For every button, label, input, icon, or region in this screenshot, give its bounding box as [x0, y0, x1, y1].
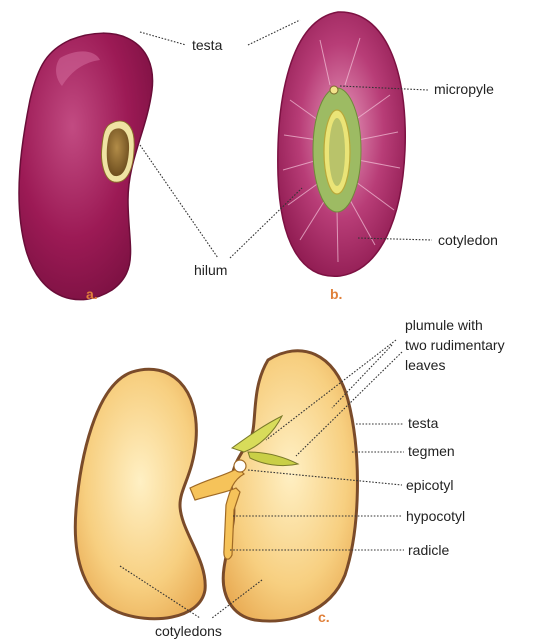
label-cotyledons: cotyledons — [155, 623, 222, 639]
label-radicle: radicle — [408, 542, 449, 558]
panel-c-seed — [75, 351, 357, 621]
panel-b-seed — [278, 12, 405, 276]
hilum — [102, 121, 135, 182]
label-testa-a: testa — [192, 37, 223, 53]
cotyledon-right — [223, 351, 357, 621]
panel-a-seed — [19, 33, 153, 299]
micropyle — [330, 86, 338, 94]
label-hypocotyl: hypocotyl — [406, 508, 465, 524]
panel-a-letter: a. — [86, 286, 98, 302]
seed-a-body — [19, 33, 153, 299]
label-cotyledon: cotyledon — [438, 232, 498, 248]
label-plumule-3: leaves — [405, 357, 445, 373]
hilum-b — [313, 88, 361, 212]
epicotyl-node — [234, 460, 246, 472]
label-epicotyl: epicotyl — [406, 477, 453, 493]
label-plumule-2: two rudimentary — [405, 337, 505, 353]
label-hilum: hilum — [194, 262, 227, 278]
cotyledon-left — [75, 369, 205, 618]
label-tegmen: tegmen — [408, 443, 455, 459]
panel-b-letter: b. — [330, 286, 342, 302]
panel-c-letter: c. — [318, 609, 330, 625]
label-plumule-1: plumule with — [405, 317, 483, 333]
label-testa-c: testa — [408, 415, 439, 431]
label-micropyle: micropyle — [434, 81, 494, 97]
